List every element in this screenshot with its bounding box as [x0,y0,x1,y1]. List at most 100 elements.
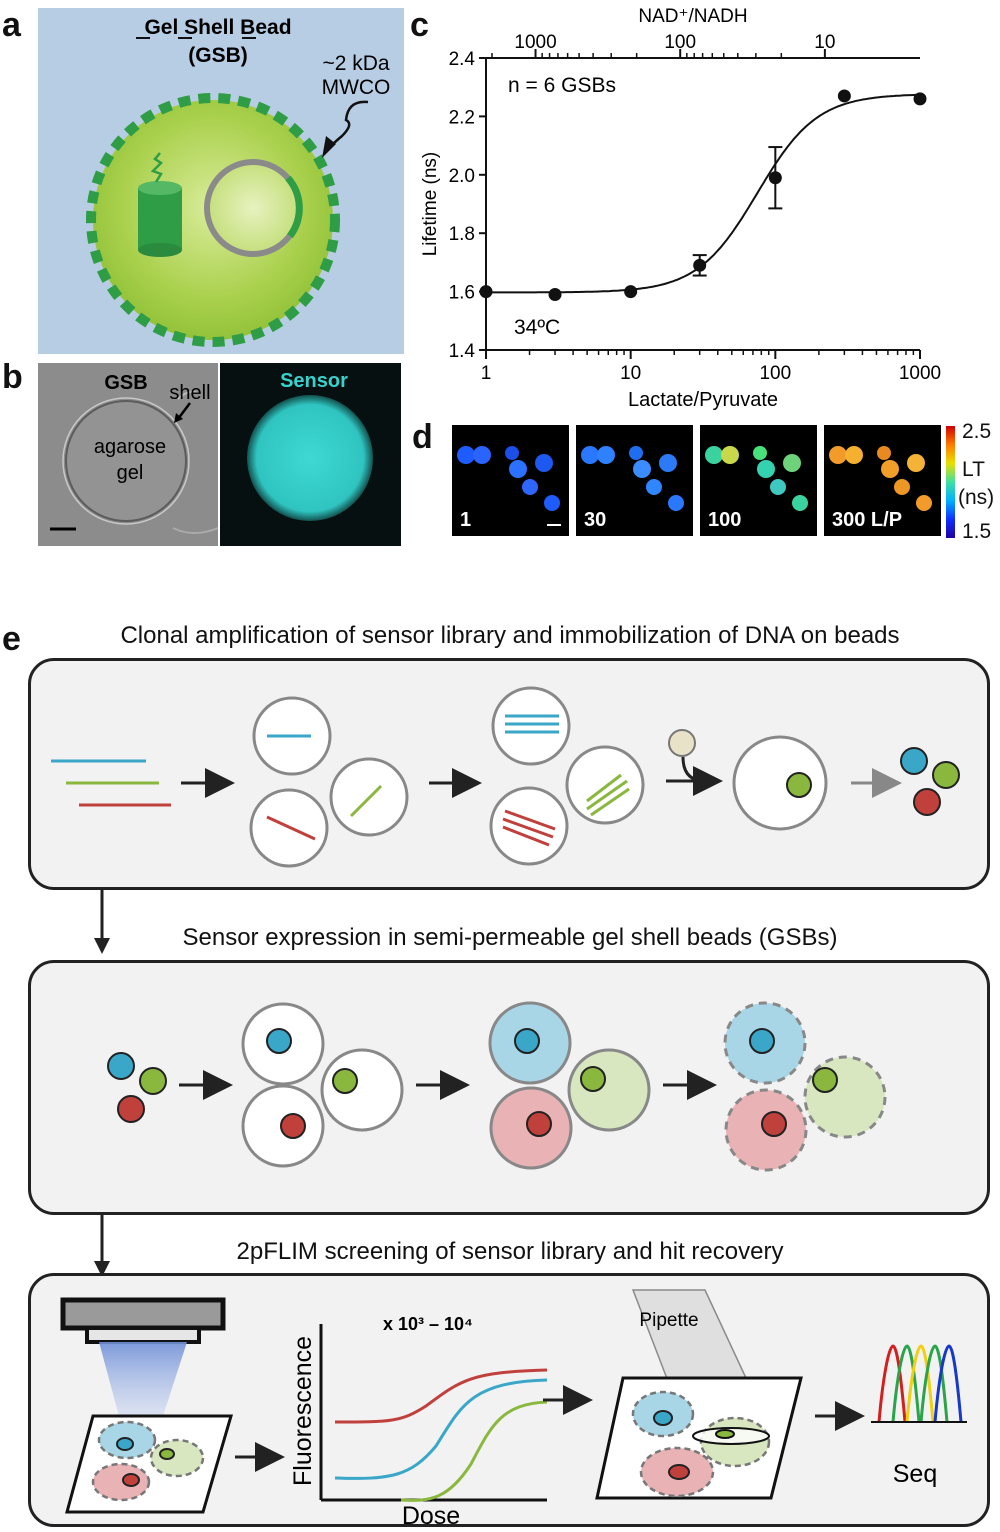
n-annotation: n = 6 GSBs [508,74,616,97]
bead [783,454,801,472]
bead [457,446,475,464]
shell-label: shell [169,382,210,404]
bead [646,479,662,495]
bead [721,446,739,464]
bead [881,460,899,478]
data-point [693,258,707,272]
panel-e-label: e [2,620,21,658]
connector-arrow-2 [94,1213,110,1277]
stage1-box [28,658,990,890]
bead [916,495,932,511]
stage2-box [28,960,990,1215]
temperature-annotation: 34ºC [514,316,560,339]
x-tick-label: 1 [481,363,492,384]
bead [668,495,684,511]
plasmid-ring-icon [204,159,302,257]
panel-c-label: c [410,6,429,44]
bead [473,446,491,464]
mwco-line1: ~2 kDa [322,52,389,75]
y-tick-label: 2.4 [449,49,476,70]
y-tick-label: 1.4 [449,341,476,362]
stage3-diagram: x 10³ – 10⁴ Fluorescence Dose Pipette Se… [60,1289,967,1530]
data-point [768,171,782,185]
connector-arrow-1 [94,888,110,954]
bead [505,446,519,460]
flim-image-300: 300 L/P [824,425,941,536]
panel-a-title-line2: (GSB) [188,44,248,67]
curve-green [400,1400,548,1502]
bead [629,446,643,460]
x-tick-label: 10 [620,363,641,384]
panel-d-label: d [412,418,433,456]
sensor-fluorescence-image: Sensor [220,363,401,546]
flim-image-1: 1 [452,425,569,536]
seq-label: Seq [893,1460,937,1488]
gsb-label: GSB [104,372,147,394]
stage3-box: x 10³ – 10⁴ Fluorescence Dose Pipette Se… [28,1273,990,1530]
microscope-objective [60,1297,226,1331]
bead [845,446,863,464]
bead [633,460,651,478]
bead [770,479,786,495]
bead [753,446,767,460]
x2-tick-label: 100 [664,32,696,53]
bead [522,479,538,495]
dose-axis-label: Dose [402,1502,460,1524]
brightfield-image: GSB shell agarose gel [38,363,218,546]
gel-label: gel [117,462,144,484]
flim-image-label: 100 [708,509,742,531]
sensor-protein-icon [138,152,182,257]
panel-a-title-line1: Gel Shell Bead [144,16,291,39]
bead [705,446,723,464]
gel-shell-bead-diagram: Gel Shell Bead (GSB) ~2 kDa MWCO [86,16,391,347]
x-axis-title: Lactate/Pyruvate [628,389,778,411]
data-point [624,285,638,299]
bead [792,495,808,511]
colorbar-title-lt: LT [962,458,985,481]
bead [597,446,615,464]
flim-image-label: 30 [584,509,607,531]
curve-blue [334,1378,548,1480]
x2-tick-label: 1000 [514,32,556,53]
flim-image-30: 30 [576,425,693,536]
stage1-diagram [51,686,960,868]
sensor-label: Sensor [280,370,348,392]
bead [829,446,847,464]
data-point [837,89,851,103]
bead [544,495,560,511]
stage2-diagram [107,1001,887,1172]
stage1-title: Clonal amplification of sensor library a… [120,622,900,649]
bead [535,454,553,472]
agarose-label: agarose [94,436,166,458]
data-point [548,288,562,302]
fluorescence-axis-label: Fluorescence [289,1336,317,1486]
flim-image-label: 1 [460,509,472,531]
y-tick-label: 2.2 [449,107,475,128]
panel-a-schematic: Gel Shell Bead (GSB) ~2 kDa MWCO [38,8,404,354]
data-point [913,92,927,106]
pipette-label: Pipette [639,1310,698,1331]
throughput-label: x 10³ – 10⁴ [383,1314,473,1334]
mwco-line2: MWCO [322,76,391,99]
y-axis-title: Lifetime (ns) [420,152,441,257]
scale-bar [547,524,561,526]
bead [659,454,677,472]
plasmid-insert [285,175,303,239]
bead [907,454,925,472]
y-tick-label: 2.0 [449,166,475,187]
bead [877,446,891,460]
panel-b-label: b [2,358,23,396]
x-tick-label: 100 [759,363,791,384]
colorbar-max: 2.5 [962,420,992,443]
bead [894,479,910,495]
bead [757,460,775,478]
x2-tick-label: 10 [814,32,835,53]
panel-a-label: a [2,6,21,44]
x2-axis-title: NAD⁺/NADH [638,6,747,27]
bead [509,460,527,478]
data-point [479,285,493,299]
stage2-title: Sensor expression in semi-permeable gel … [182,924,838,951]
lifetime-colorbar [946,426,955,538]
flim-image-100: 100 [700,425,817,536]
